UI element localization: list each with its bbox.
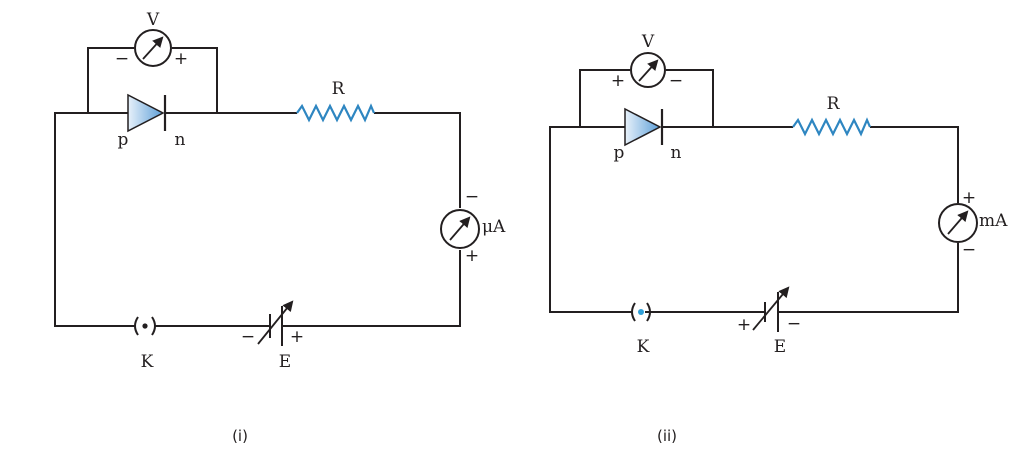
circuit-i-battery-label: E (279, 352, 291, 372)
circuit-i-battery: − + E (241, 300, 304, 372)
circuit-i-battery-minus: − (241, 327, 255, 347)
circuit-ii-ammeter-plus: + (962, 188, 976, 208)
circuit-ii-battery: + − E (737, 286, 801, 357)
circuit-ii-diode-n-label: n (671, 143, 682, 163)
circuit-ii-battery-label: E (774, 337, 786, 357)
circuit-i-diode-n-label: n (175, 130, 186, 150)
circuit-i-key-label: K (141, 352, 154, 372)
circuit-i-ammeter: μA − + (440, 187, 506, 266)
circuit-ii-key-label: K (637, 337, 650, 357)
circuit-ii-diode-p-label: p (614, 143, 625, 163)
circuit-ii-key[interactable]: K (631, 302, 651, 357)
circuit-ii-battery-plus: + (737, 315, 751, 335)
circuit-ii-battery-minus: − (787, 314, 801, 334)
circuit-i-voltmeter: V − + (115, 10, 188, 69)
circuit-ii-ammeter: mA + − (938, 188, 1008, 260)
circuit-i-ammeter-label: μA (482, 217, 506, 237)
circuit-ii-ammeter-label: mA (979, 211, 1008, 231)
circuit-i-ammeter-plus: + (465, 246, 479, 266)
circuit-i-diode-p-label: p (118, 130, 129, 150)
circuit-i-ammeter-minus: − (465, 187, 479, 207)
circuit-i-resistor: R (296, 79, 376, 123)
circuit-ii-diode: p n (614, 107, 682, 163)
circuit-i-caption: (i) (232, 427, 248, 445)
circuit-ii-voltmeter-plus: + (611, 71, 625, 91)
circuit-i-wires (54, 47, 461, 327)
circuit-i-voltmeter-label: V (146, 10, 160, 30)
circuit-i-voltmeter-minus: − (115, 49, 129, 69)
circuit-i-battery-plus: + (290, 327, 304, 347)
circuit-ii-voltmeter-minus: − (669, 71, 683, 91)
circuit-ii-resistor: R (792, 94, 872, 137)
circuit-ii-caption: (ii) (657, 427, 677, 445)
circuit-ii-resistor-label: R (827, 94, 841, 114)
circuit-i-resistor-label: R (332, 79, 346, 99)
circuit-ii-ammeter-minus: − (962, 240, 976, 260)
circuit-i-diode: p n (118, 93, 186, 150)
circuit-i-voltmeter-plus: + (174, 49, 188, 69)
circuit-ii-voltmeter-label: V (641, 32, 655, 52)
circuit-ii-voltmeter: V + − (611, 32, 683, 91)
circuit-ii-wires (549, 69, 959, 313)
circuit-ii: V + − p n R mA + − K (549, 32, 1008, 445)
circuit-i-key[interactable]: K (134, 316, 156, 372)
circuit-i: V − + p n R μA − + K (54, 10, 506, 445)
